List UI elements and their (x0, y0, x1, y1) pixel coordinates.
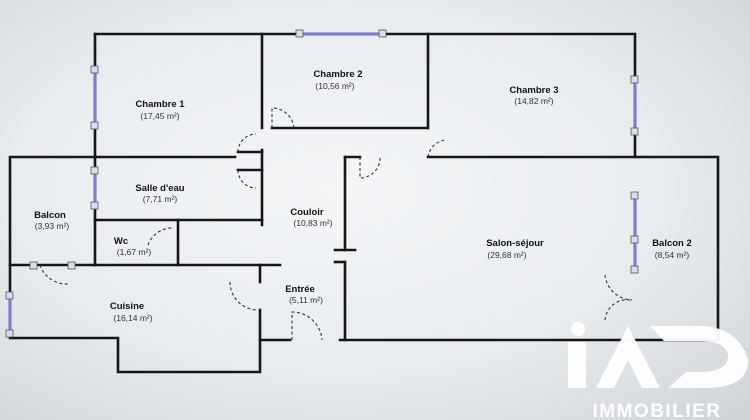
room-labels: Chambre 1 (17,45 m²) Chambre 2 (10,56 m²… (34, 69, 692, 323)
room-chambre-2-name: Chambre 2 (313, 69, 362, 80)
room-chambre-2-area: (10,56 m²) (315, 81, 354, 91)
room-salon-sejour-area: (29,68 m²) (487, 250, 526, 260)
room-balcon-name: Balcon (34, 210, 66, 221)
room-wc-area: (1,67 m²) (117, 247, 152, 257)
room-chambre-1-area: (17,45 m²) (140, 111, 179, 121)
door-swings (39, 107, 633, 341)
logo-i-stem (568, 342, 586, 388)
outer-walls (8, 32, 720, 374)
room-couloir-area: (10,83 m²) (293, 218, 332, 228)
room-salle-deau-area: (7,71 m²) (143, 194, 178, 204)
room-cuisine-name: Cuisine (110, 301, 144, 312)
room-cuisine-area: (16,14 m²) (113, 313, 152, 323)
windows (5, 29, 639, 338)
room-chambre-3-name: Chambre 3 (509, 85, 558, 96)
interior-walls (8, 32, 637, 342)
room-salon-sejour-name: Salon-séjour (486, 238, 544, 249)
room-balcon-2-name: Balcon 2 (652, 238, 692, 249)
room-couloir-name: Couloir (290, 207, 324, 218)
room-balcon-area: (3,93 m²) (35, 221, 70, 231)
room-chambre-1-name: Chambre 1 (135, 99, 185, 110)
room-salle-deau-name: Salle d'eau (135, 183, 184, 194)
room-chambre-3-area: (14,82 m²) (514, 96, 553, 106)
room-entree-name: Entrée (285, 284, 315, 295)
logo-dot (571, 322, 585, 336)
logo-a-shape (596, 326, 660, 388)
iad-logo-watermark: IMMOBILIER (568, 322, 748, 420)
room-entree-area: (5,11 m²) (289, 295, 323, 305)
room-balcon-2-area: (8,54 m²) (655, 250, 690, 260)
room-wc-name: Wc (114, 236, 128, 247)
logo-d-shape (650, 326, 748, 388)
logo-subtitle: IMMOBILIER (593, 401, 722, 420)
